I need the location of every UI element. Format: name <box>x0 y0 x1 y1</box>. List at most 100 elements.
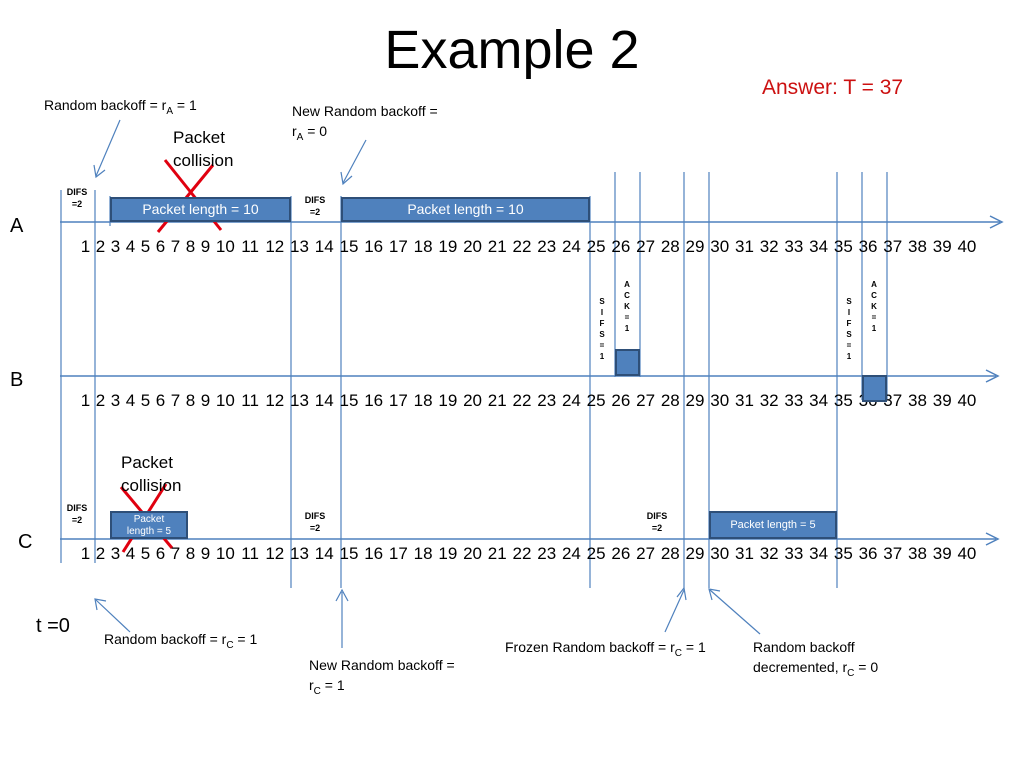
note-new-random-backoff-c: New Random backoff = rC = 1 <box>309 655 455 696</box>
note-text: = 1 <box>682 639 706 655</box>
pointer-arrow <box>709 589 761 635</box>
tick-label: 21 <box>487 237 507 256</box>
pointer-arrows <box>93 119 761 648</box>
ack-label: A C K = 1 <box>624 280 630 333</box>
tick-label: 36 <box>858 544 878 563</box>
guide-lines <box>60 172 888 588</box>
tick-label: 18 <box>413 544 433 563</box>
tick-label: 16 <box>364 237 384 256</box>
tick-label: 27 <box>636 391 656 410</box>
tick-label: 12 <box>265 237 285 256</box>
tick-label: 36 <box>858 237 878 256</box>
collision-label-a: Packet collision <box>173 128 234 170</box>
tick-label: 32 <box>759 544 779 563</box>
tick-label: 11 <box>241 391 259 410</box>
note-line: New Random backoff = <box>292 103 438 119</box>
tick-label: 30 <box>710 237 730 256</box>
tick-label: 5 <box>140 237 151 256</box>
tick-label: 3 <box>110 544 121 563</box>
pointer-arrowhead <box>93 164 106 179</box>
tick-label: 14 <box>314 391 334 410</box>
note-text: Frozen Random backoff = r <box>505 639 675 655</box>
note-random-backoff-a: Random backoff = rA = 1 <box>44 95 197 116</box>
note-new-random-backoff-a: New Random backoff = rA = 0 <box>292 101 438 142</box>
tick-label: 11 <box>241 544 259 563</box>
tick-label: 22 <box>512 544 532 563</box>
tick-label: 32 <box>759 237 779 256</box>
tick-label: 34 <box>809 237 829 256</box>
note-subscript: C <box>847 667 855 679</box>
tick-label: 29 <box>685 544 705 563</box>
tick-label: 9 <box>200 391 211 410</box>
ack-box-2 <box>862 375 887 402</box>
tick-label: 31 <box>734 544 754 563</box>
tick-label: 25 <box>586 544 606 563</box>
tick-label: 3 <box>110 237 121 256</box>
note-line: decremented, rC = 0 <box>753 657 878 679</box>
tick-label: 35 <box>833 544 853 563</box>
pointer-arrowhead <box>676 586 687 601</box>
tick-label: 5 <box>140 544 151 563</box>
tick-label: 30 <box>710 391 730 410</box>
tick-label: 27 <box>636 237 656 256</box>
tick-label: 33 <box>784 391 804 410</box>
tick-label: 35 <box>833 237 853 256</box>
tick-label: 20 <box>463 544 482 563</box>
note-text: decremented, r <box>753 659 848 675</box>
tick-label: 2 <box>95 544 106 563</box>
tick-label: 4 <box>125 544 136 563</box>
ack-label: A C K = 1 <box>871 280 877 333</box>
tick-label: 38 <box>908 391 927 410</box>
row-label-a: A <box>10 215 24 237</box>
tick-label: 4 <box>125 391 136 410</box>
ack-box-1 <box>615 349 640 376</box>
tick-label: 12 <box>265 544 285 563</box>
tick-label: 6 <box>155 391 166 410</box>
tick-label: 25 <box>586 237 606 256</box>
tick-label: 31 <box>734 391 754 410</box>
tick-label: 27 <box>636 544 656 563</box>
note-text: Random backoff = r <box>44 97 167 113</box>
axis-b-arrowhead <box>985 369 1000 383</box>
note-line: New Random backoff = <box>309 657 455 673</box>
tick-label: 20 <box>463 237 482 256</box>
tick-label: 29 <box>685 391 705 410</box>
tick-label: 24 <box>561 391 581 410</box>
answer-text: Answer: T = 37 <box>762 76 904 99</box>
tick-label: 17 <box>388 237 408 256</box>
tick-label: 16 <box>364 391 384 410</box>
tick-label: 26 <box>611 237 631 256</box>
tick-label: 15 <box>339 237 359 256</box>
tick-label: 40 <box>957 391 977 410</box>
difs-label: DIFS =2 <box>646 511 668 533</box>
tick-label: 35 <box>833 391 853 410</box>
packet-a-success: Packet length = 10 <box>341 197 590 222</box>
note-line: rA = 0 <box>292 121 438 142</box>
packet-a-collided: Packet length = 10 <box>110 197 291 222</box>
time-zero-label: t =0 <box>36 615 70 637</box>
tick-label: 17 <box>388 391 408 410</box>
sifs-label: S I F S = 1 <box>846 297 852 361</box>
pointer-arrow <box>342 139 367 184</box>
tick-label: 18 <box>413 391 433 410</box>
tick-label: 18 <box>413 237 433 256</box>
tick-label: 40 <box>957 544 977 563</box>
tick-label: 14 <box>314 544 334 563</box>
note-random-backoff-c: Random backoff = rC = 1 <box>104 629 257 650</box>
tick-label: 21 <box>487 544 507 563</box>
packet-c-collided: Packet length = 5 <box>110 511 188 539</box>
tick-label: 39 <box>932 391 952 410</box>
pointer-arrow <box>664 589 685 633</box>
tick-label: 26 <box>611 544 631 563</box>
tick-label: 1 <box>80 237 91 256</box>
tick-label: 2 <box>95 237 106 256</box>
axis-c-arrowhead <box>985 532 1000 546</box>
tick-label: 13 <box>290 391 309 410</box>
tick-label: 23 <box>537 391 557 410</box>
tick-label: 21 <box>487 391 507 410</box>
tick-label: 28 <box>660 237 680 256</box>
tick-label: 14 <box>314 237 334 256</box>
tick-label: 10 <box>215 391 235 410</box>
difs-label: DIFS =2 <box>304 511 326 533</box>
